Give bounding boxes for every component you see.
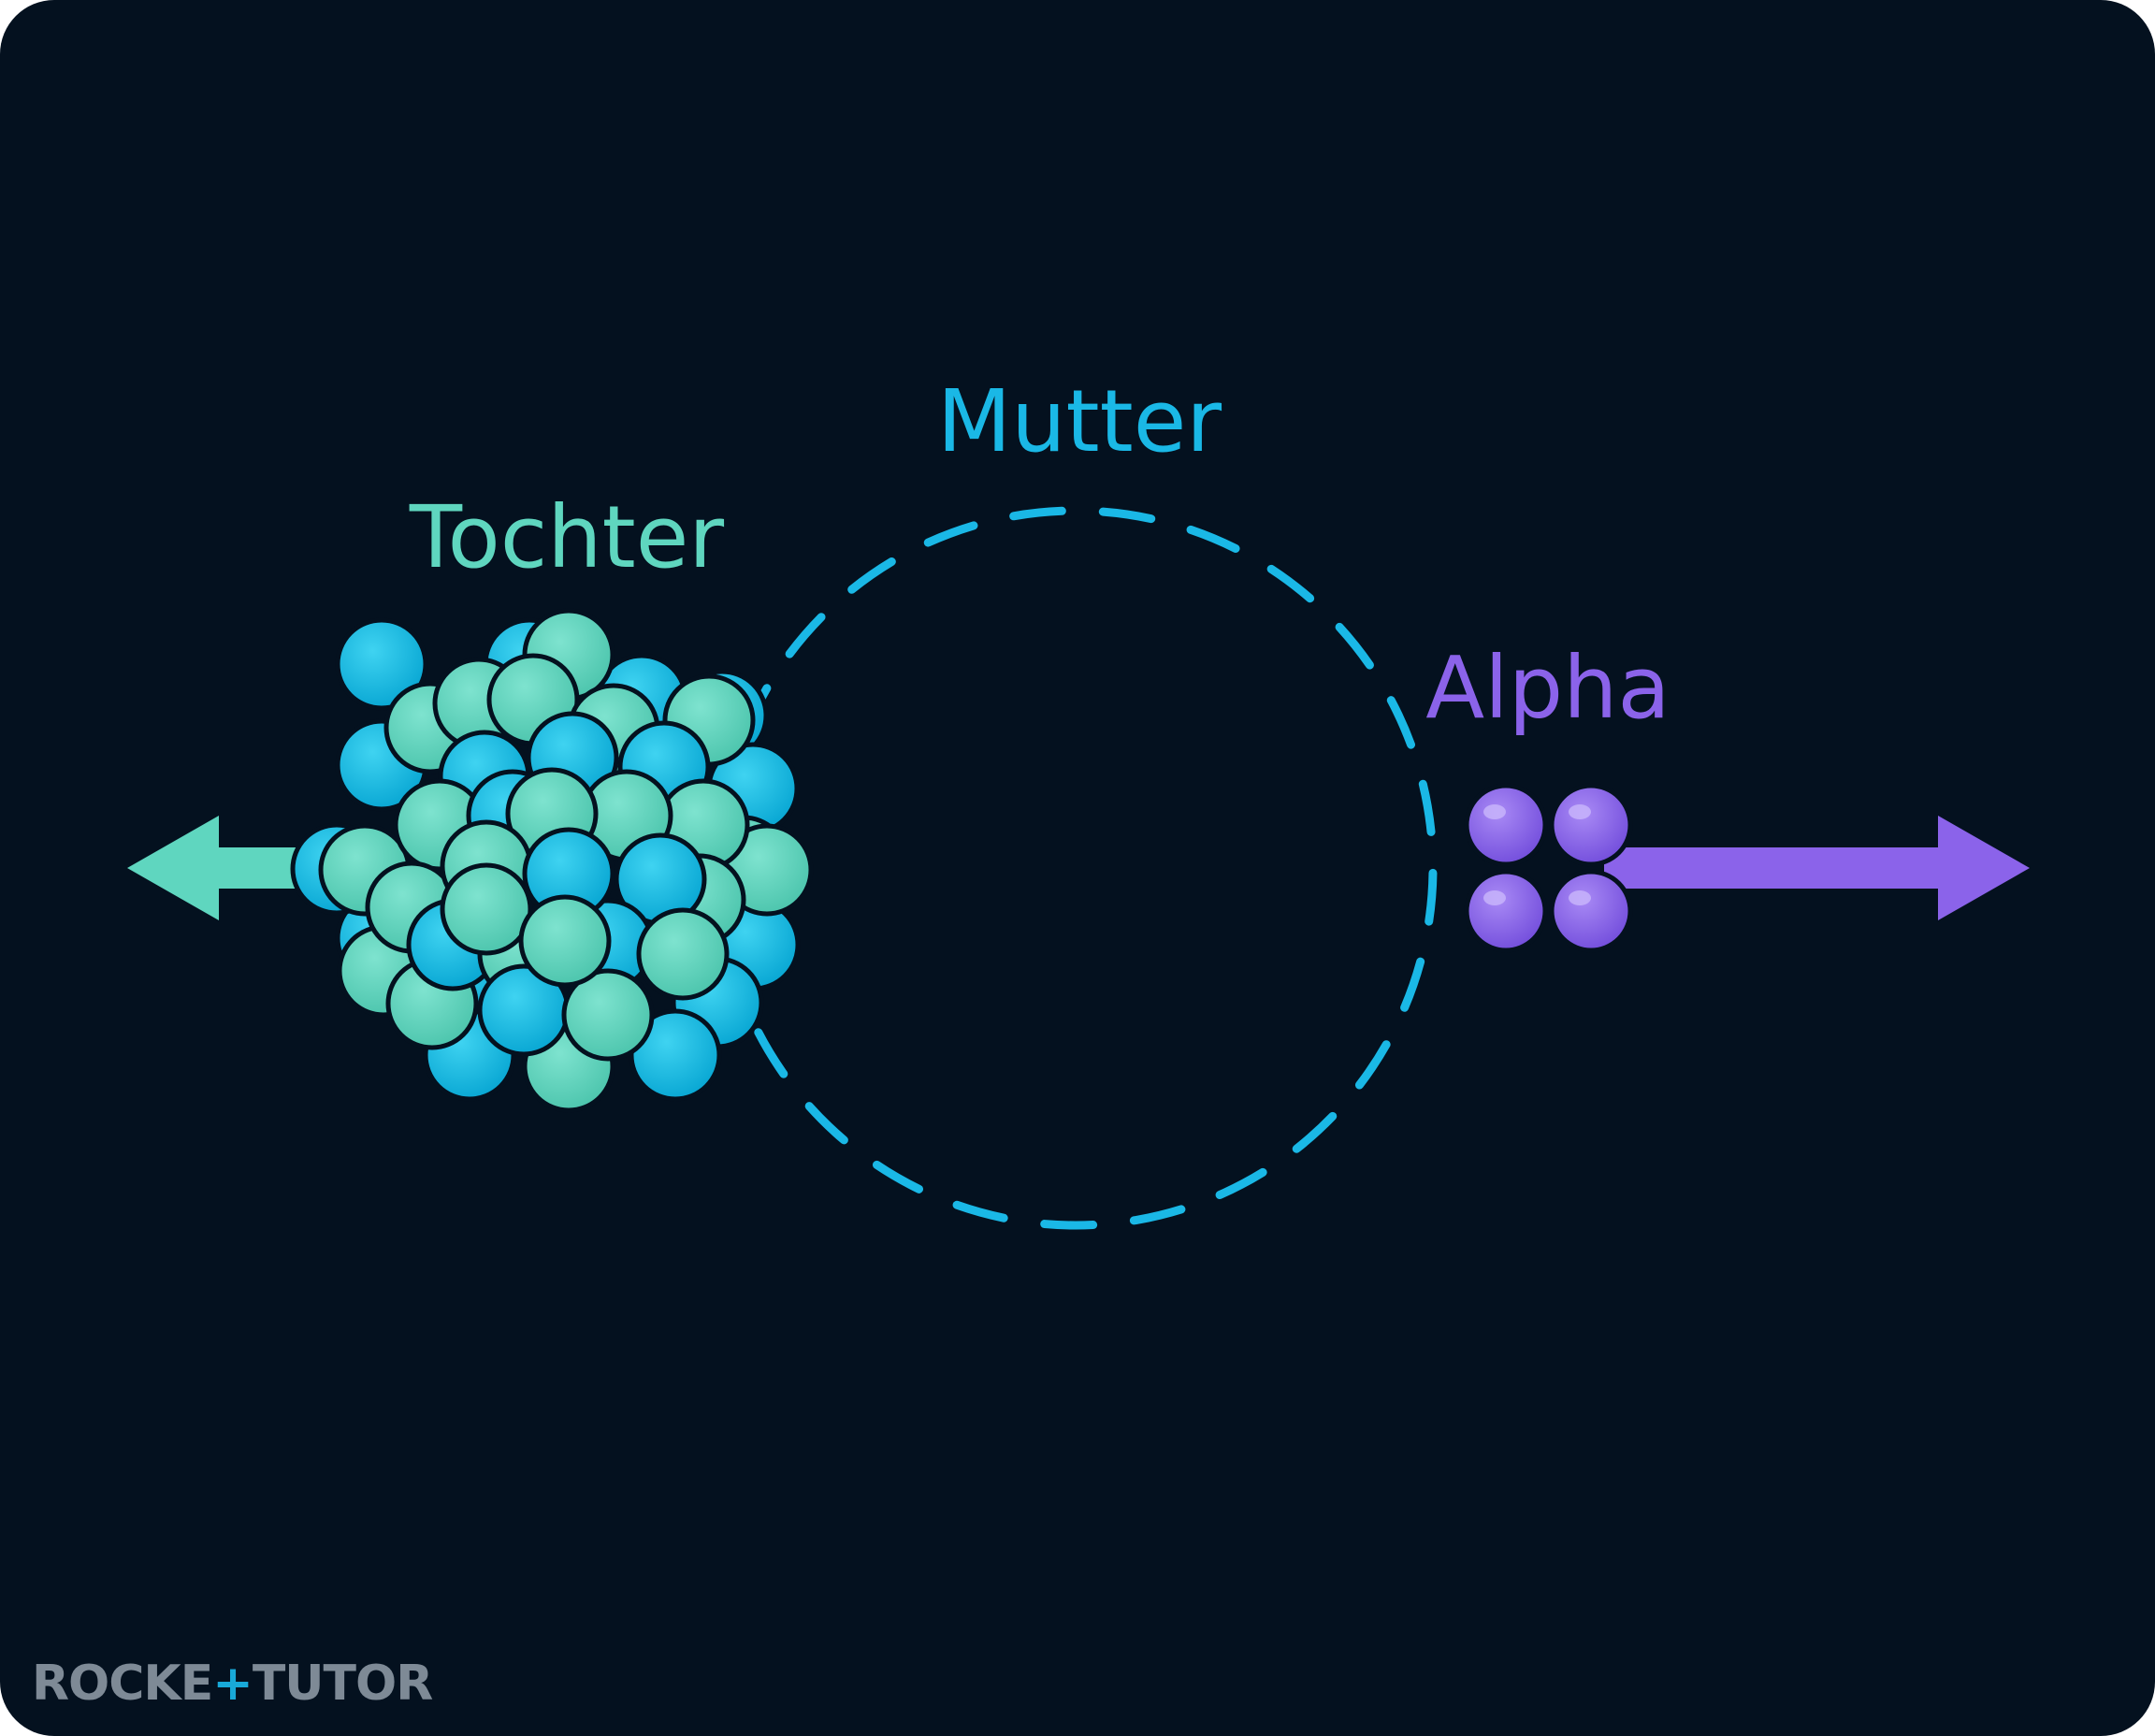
alpha-nucleon-sphere — [1464, 869, 1548, 953]
brand-text-3: R — [396, 1656, 433, 1712]
sphere-highlight — [1569, 804, 1591, 819]
alpha-nucleon-sphere — [1549, 783, 1633, 867]
mother-nucleus-dashed-circle — [714, 506, 1438, 1230]
daughter-label: Tochter — [409, 487, 724, 587]
proton-sphere — [335, 617, 428, 711]
brand-plus: + — [212, 1656, 253, 1712]
arrow-right-icon — [1604, 816, 2030, 920]
alpha-label: Alpha — [1425, 638, 1670, 738]
alpha-particle — [1464, 783, 1633, 953]
proton-sphere — [629, 1008, 722, 1102]
mother-label: Mutter — [937, 371, 1222, 471]
sphere-highlight — [1483, 890, 1506, 905]
neutron-sphere — [440, 862, 533, 956]
neutron-sphere — [518, 894, 612, 988]
daughter-nucleus — [290, 608, 814, 1113]
alpha-nucleon-sphere — [1549, 869, 1633, 953]
alpha-nucleon-sphere — [1464, 783, 1548, 867]
brand-text-2: TUTO — [252, 1656, 397, 1712]
neutron-sphere — [561, 968, 655, 1062]
neutron-sphere — [636, 907, 730, 1001]
brand-logo: ROCKE+TUTOR — [32, 1656, 433, 1712]
brand-text-1: ROCKE — [32, 1656, 213, 1712]
sphere-highlight — [1483, 804, 1506, 819]
sphere-highlight — [1569, 890, 1591, 905]
